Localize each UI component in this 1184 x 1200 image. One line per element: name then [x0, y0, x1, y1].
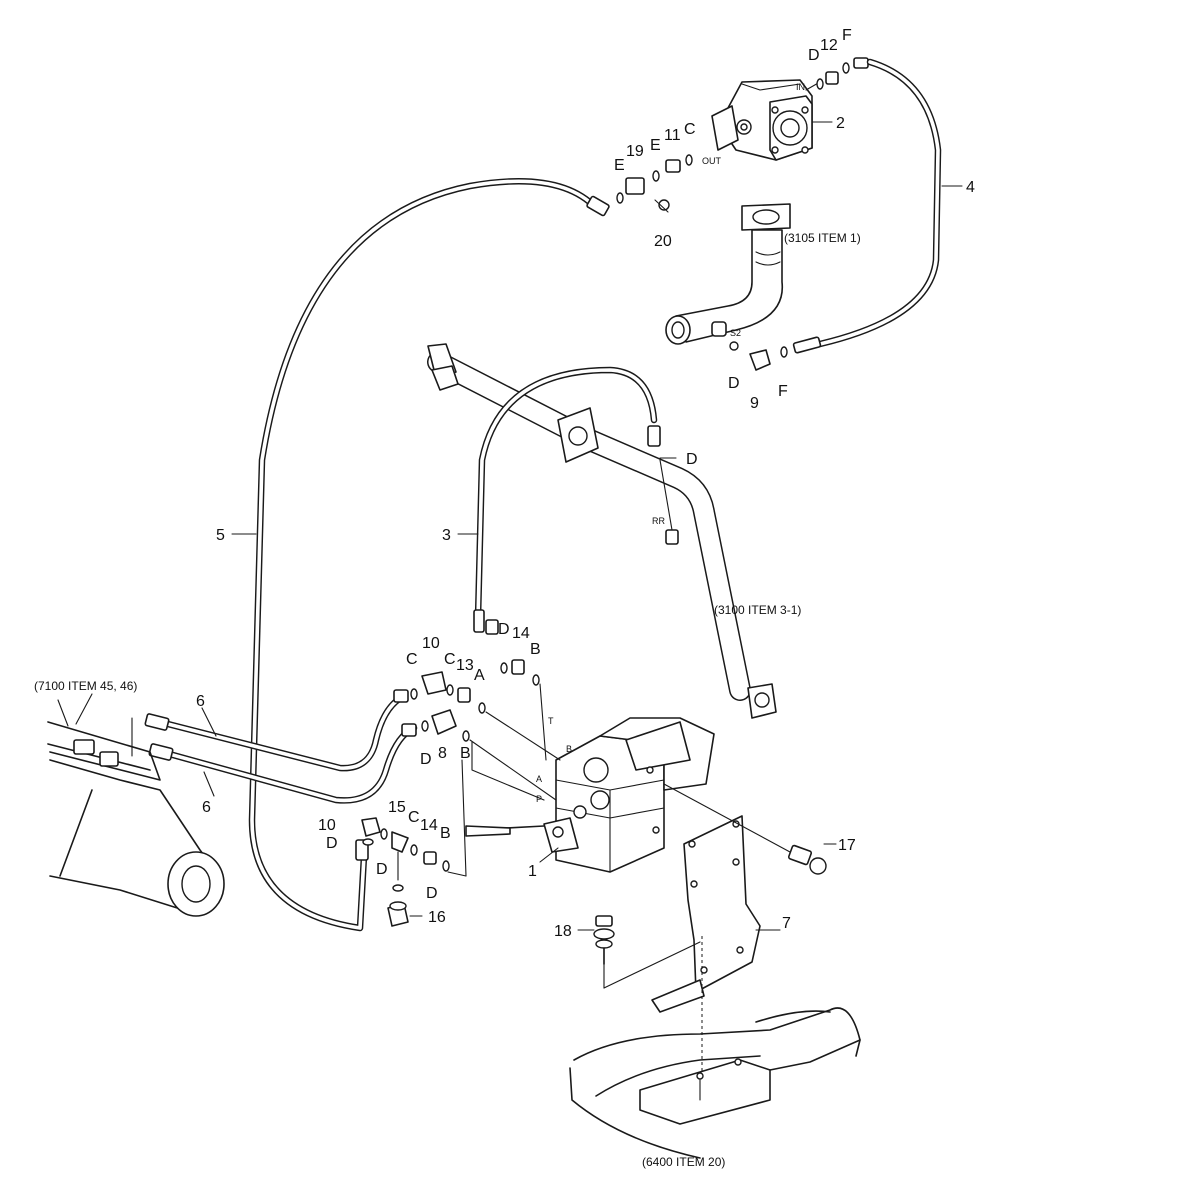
label-seal-d-6: D — [420, 751, 432, 768]
label-part-13: 13 — [456, 657, 474, 674]
label-part-18: 18 — [554, 923, 572, 940]
cross-pipes — [427, 343, 777, 719]
label-seal-d-15b: D — [426, 885, 438, 902]
seal-letter-labels: D F E E C D F D D B C C A D B D C B D D — [326, 27, 852, 902]
label-part-10-upper: 10 — [422, 635, 440, 652]
label-seal-c-mid: C — [444, 651, 456, 668]
port-label-rr: RR — [652, 516, 665, 526]
label-part-7: 7 — [782, 915, 791, 932]
port-label-t: T — [548, 716, 554, 726]
part-number-labels: 2 4 3 5 6 6 1 7 8 9 10 10 11 12 13 14 14… — [196, 37, 975, 940]
port-label-in: IN — [796, 82, 805, 92]
control-valve — [465, 717, 715, 873]
label-part-2: 2 — [836, 115, 845, 132]
label-part-17: 17 — [838, 837, 856, 854]
label-part-6-lower: 6 — [202, 799, 211, 816]
label-seal-f-mid: F — [778, 383, 788, 400]
ref-3105-item-1: (3105 ITEM 1) — [784, 231, 861, 245]
label-seal-c-15: C — [408, 809, 420, 826]
label-seal-d-top: D — [808, 47, 820, 64]
hoses — [144, 58, 942, 932]
label-seal-b-valve-mid: B — [460, 745, 471, 762]
port-labels: IN OUT S2 RR T B A P — [536, 82, 805, 804]
port-label-out: OUT — [702, 156, 722, 166]
label-part-4: 4 — [966, 179, 975, 196]
ref-6400-item-20: (6400 ITEM 20) — [642, 1155, 725, 1169]
label-seal-c-pump: C — [684, 121, 696, 138]
label-part-14-lower: 14 — [420, 817, 438, 834]
label-seal-e-right: E — [650, 137, 661, 154]
label-seal-d-mid: D — [728, 375, 740, 392]
label-seal-e-left: E — [614, 157, 625, 174]
label-part-12: 12 — [820, 37, 838, 54]
bolts — [593, 783, 827, 965]
label-part-16: 16 — [428, 909, 446, 926]
label-seal-b-valve-top: B — [530, 641, 541, 658]
label-seal-f-top: F — [842, 27, 852, 44]
label-seal-d-10: D — [326, 835, 338, 852]
label-seal-d-rr: D — [686, 451, 698, 468]
label-part-5: 5 — [216, 527, 225, 544]
valve-bracket — [603, 815, 761, 1080]
valve-port-fittings — [410, 619, 561, 877]
lower-fittings — [361, 817, 467, 927]
label-seal-d-valve: D — [498, 621, 510, 638]
port-label-p: P — [536, 794, 542, 804]
label-part-1: 1 — [528, 863, 537, 880]
lower-frame — [569, 1007, 861, 1159]
label-part-6-upper: 6 — [196, 693, 205, 710]
leader-lines — [201, 121, 963, 931]
label-seal-d-15a: D — [376, 861, 388, 878]
reference-labels: (3105 ITEM 1) (3100 ITEM 3-1) (7100 ITEM… — [34, 231, 861, 1169]
port-label-b: B — [566, 744, 572, 754]
label-seal-b-14: B — [440, 825, 451, 842]
hydraulic-pump — [711, 79, 813, 161]
label-seal-a-valve: A — [474, 667, 485, 684]
label-part-14-upper: 14 — [512, 625, 530, 642]
label-seal-c-left: C — [406, 651, 418, 668]
label-part-9: 9 — [750, 395, 759, 412]
label-part-10-lower: 10 — [318, 817, 336, 834]
label-part-15: 15 — [388, 799, 406, 816]
boom-cylinder — [47, 693, 225, 917]
label-part-11: 11 — [664, 127, 681, 144]
ref-7100-item-45-46: (7100 ITEM 45, 46) — [34, 679, 137, 693]
pump-outlet-fittings — [616, 154, 693, 213]
label-part-20: 20 — [654, 233, 672, 250]
label-part-3: 3 — [442, 527, 451, 544]
label-part-19: 19 — [626, 143, 644, 160]
ref-3100-item-3-1: (3100 ITEM 3-1) — [714, 603, 801, 617]
port-label-s2: S2 — [730, 328, 741, 338]
suction-pipe — [665, 203, 791, 371]
port-label-a: A — [536, 774, 542, 784]
label-part-8: 8 — [438, 745, 447, 762]
